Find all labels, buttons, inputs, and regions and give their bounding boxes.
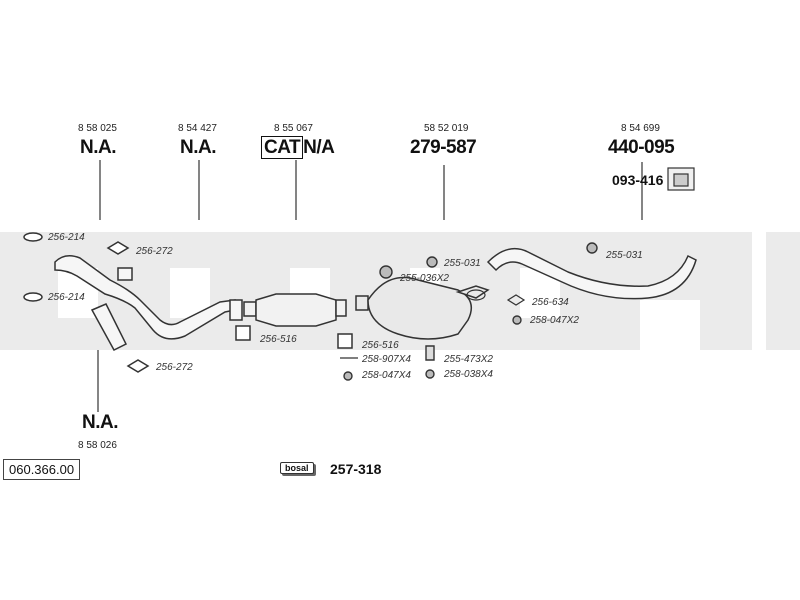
ref-label: 258-038X4 [444, 369, 493, 380]
ref-label: 256-516 [260, 334, 297, 345]
ref-label: 255-473X2 [444, 354, 493, 365]
oe-number-4: 58 52 019 [424, 123, 469, 134]
ref-label: 256-272 [156, 362, 193, 373]
ref-label: 255-031 [444, 258, 481, 269]
part-code-1: N.A. [80, 137, 117, 158]
ref-label: 255-036X2 [400, 273, 449, 284]
brand-logo: bosal [280, 462, 314, 474]
part-code-4: 279-587 [410, 137, 477, 158]
oe-number-5: 8 54 699 [621, 123, 660, 134]
ref-label: 258-047X2 [530, 315, 579, 326]
ref-label: 258-907X4 [362, 354, 411, 365]
ref-label: 256-272 [136, 246, 173, 257]
assembly-code: 257-318 [330, 461, 382, 477]
part-sub-code-5: 093-416 [612, 172, 664, 188]
ref-label: 256-634 [532, 297, 569, 308]
cat-code: N/A [303, 137, 335, 158]
oe-number-6: 8 58 026 [78, 440, 117, 451]
cat-label: CAT [261, 136, 304, 159]
catalog-number: 060.366.00 [3, 459, 81, 480]
ref-label: 256-214 [48, 292, 85, 303]
oe-number-1: 8 58 025 [78, 123, 117, 134]
part-code-6: N.A. [82, 412, 119, 433]
ref-label: 255-031 [606, 250, 643, 261]
oe-number-3: 8 55 067 [274, 123, 313, 134]
ref-label: 256-516 [362, 340, 399, 351]
oe-number-2: 8 54 427 [178, 123, 217, 134]
part-code-2: N.A. [180, 137, 217, 158]
ref-label: 256-214 [48, 232, 85, 243]
part-code-5: 440-095 [608, 137, 675, 158]
ref-label: 258-047X4 [362, 370, 411, 381]
